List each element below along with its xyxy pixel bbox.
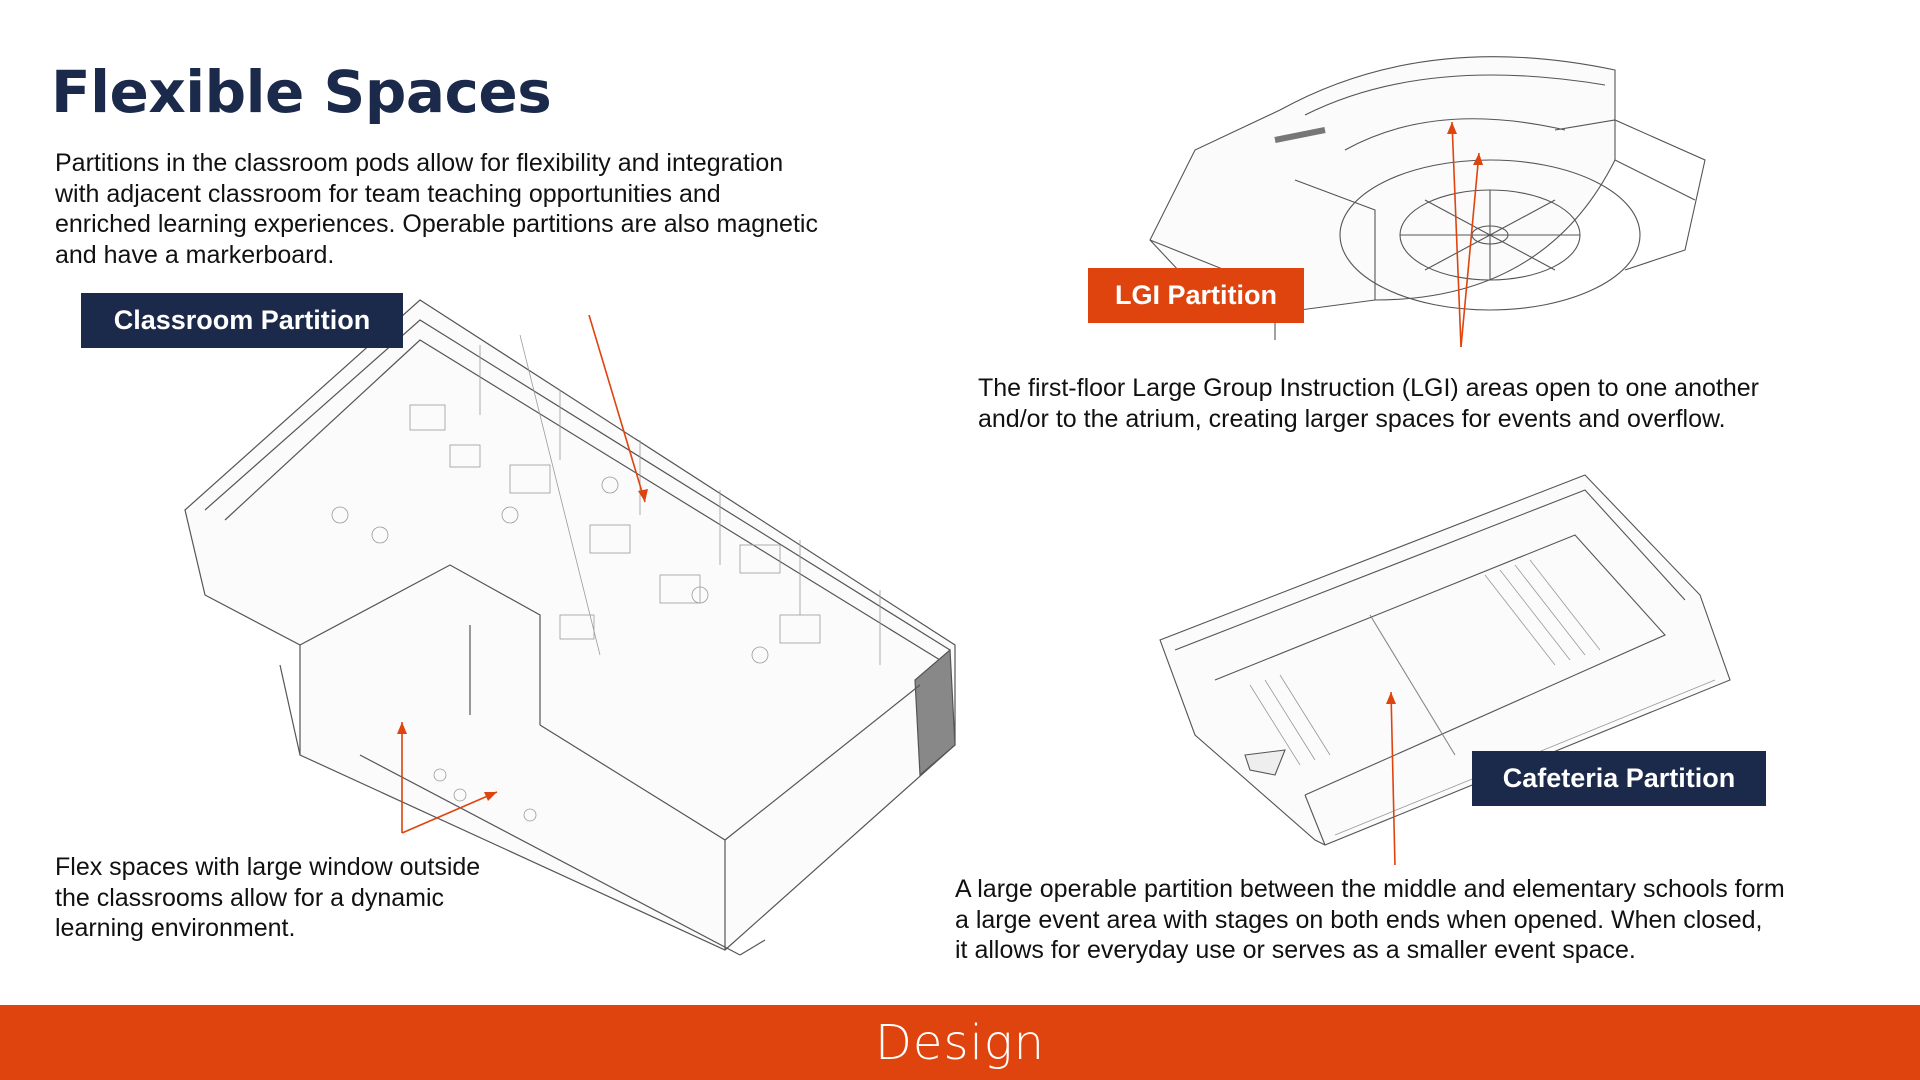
flex-line: the classrooms allow for a dynamic: [55, 883, 445, 912]
flex-line: Flex spaces with large window outside: [55, 853, 481, 881]
lgi-line: The first-floor Large Group Instruction …: [978, 374, 1759, 402]
footer-section-title: Design: [874, 1014, 1046, 1071]
intro-paragraph: Partitions in the classroom pods allow f…: [55, 148, 818, 270]
cafeteria-line: it allows for everyday use or serves as …: [955, 936, 1636, 964]
flex-line: learning environment.: [55, 914, 296, 942]
lgi-description: The first-floor Large Group Instruction …: [978, 373, 1759, 434]
classroom-isometric-drawing: [184, 299, 956, 956]
page-title: Flexible Spaces: [51, 58, 552, 126]
lgi-line: and/or to the atrium, creating larger sp…: [978, 404, 1726, 433]
intro-line: Partitions in the classroom pods allow f…: [55, 149, 784, 177]
footer-banner: Design: [0, 1005, 1920, 1080]
lgi-isometric-drawing: [1149, 56, 1706, 348]
cafeteria-line: A large operable partition between the m…: [955, 875, 1785, 903]
intro-line: enriched learning experiences. Operable …: [55, 210, 818, 238]
cafeteria-partition-label: Cafeteria Partition: [1472, 751, 1766, 806]
lgi-partition-label: LGI Partition: [1088, 268, 1304, 323]
classroom-partition-label: Classroom Partition: [81, 293, 403, 348]
intro-line: and have a markerboard.: [55, 240, 335, 269]
cafeteria-description: A large operable partition between the m…: [955, 874, 1785, 966]
cafeteria-line: a large event area with stages on both e…: [955, 905, 1763, 934]
cafeteria-isometric-drawing: [1159, 474, 1731, 865]
intro-line: with adjacent classroom for team teachin…: [55, 179, 721, 208]
flex-description: Flex spaces with large window outside th…: [55, 852, 480, 944]
